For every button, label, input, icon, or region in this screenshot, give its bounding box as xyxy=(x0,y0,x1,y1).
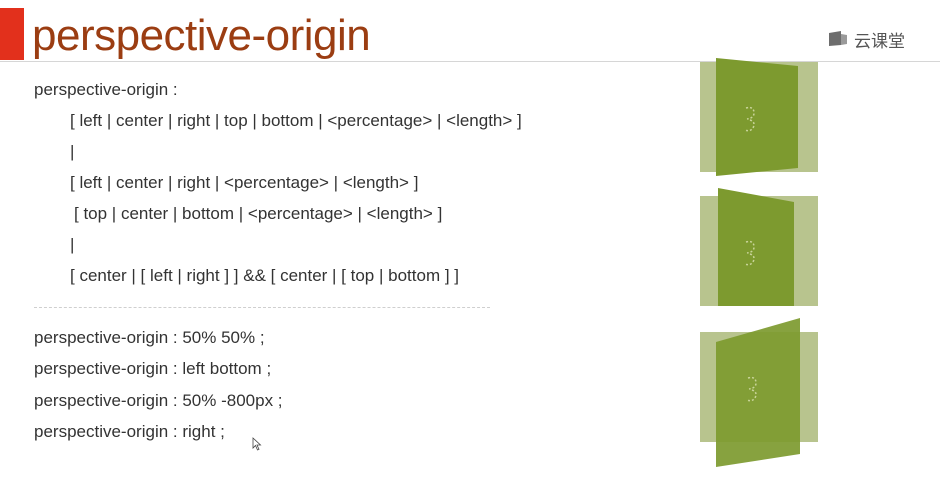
header-rule xyxy=(0,61,940,62)
syntax-line: [ left | center | right | <percentage> |… xyxy=(70,173,419,192)
syntax-line: [ center | [ left | right ] ] && [ cente… xyxy=(70,266,459,285)
syntax-line: [ top | center | bottom | <percentage> |… xyxy=(74,204,443,223)
perspective-panel-center xyxy=(700,58,818,176)
example-line: perspective-origin : 50% 50% ; xyxy=(34,328,265,347)
syntax-separator: | xyxy=(70,235,75,254)
perspective-illustrations xyxy=(690,52,830,472)
syntax-separator: | xyxy=(70,142,75,161)
example-line: perspective-origin : 50% -800px ; xyxy=(34,391,283,410)
mouse-cursor-icon xyxy=(252,437,262,451)
cloud-classroom-logo-icon xyxy=(829,31,847,46)
perspective-panel-left-bottom xyxy=(700,188,818,306)
page-title: perspective-origin xyxy=(32,11,371,60)
example-line: perspective-origin : left bottom ; xyxy=(34,359,272,378)
syntax-heading: perspective-origin : xyxy=(34,80,178,99)
brand-logo: 云课堂 xyxy=(828,28,905,52)
perspective-panel-right xyxy=(700,318,818,467)
syntax-line: [ left | center | right | top | bottom |… xyxy=(70,111,522,130)
section-divider xyxy=(34,307,490,308)
title-accent-bar xyxy=(0,8,24,60)
brand-name: 云课堂 xyxy=(854,31,905,52)
example-line: perspective-origin : right ; xyxy=(34,422,225,441)
